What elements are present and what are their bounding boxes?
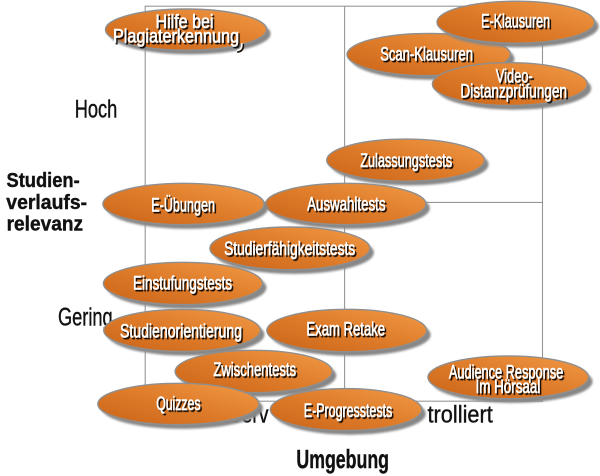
svg-text:Gering: Gering	[58, 304, 113, 332]
svg-text:Auswahltests: Auswahltests	[307, 195, 385, 216]
svg-text:Hilfe bei: Hilfe bei	[156, 12, 214, 33]
svg-text:Im Hörsaal: Im Hörsaal	[476, 377, 541, 398]
svg-text:Zulassungstests: Zulassungstests	[360, 151, 452, 172]
svg-text:verlaufs-: verlaufs-	[6, 192, 87, 214]
svg-text:relevanz: relevanz	[7, 214, 84, 236]
svg-text:Audience Response: Audience Response	[449, 362, 563, 383]
svg-text:E-Progresstests: E-Progresstests	[304, 401, 392, 422]
svg-text:E-Übungen: E-Übungen	[151, 195, 215, 216]
svg-text:Scan-Klausuren: Scan-Klausuren	[380, 44, 473, 65]
svg-text:Plagiaterkennung: Plagiaterkennung	[113, 27, 239, 48]
svg-text:Studienorientierung: Studienorientierung	[120, 321, 242, 342]
svg-text:E-Klausuren: E-Klausuren	[481, 12, 550, 33]
svg-text:Hoch: Hoch	[75, 96, 118, 124]
svg-text:Einstufungstests: Einstufungstests	[133, 273, 232, 294]
svg-text:Distanzprüfungen: Distanzprüfungen	[460, 82, 567, 103]
svg-text:Umgebung: Umgebung	[296, 444, 389, 474]
svg-text:Zwischentests: Zwischentests	[213, 360, 296, 381]
svg-text:Studien-: Studien-	[7, 170, 80, 192]
svg-text:trolliert: trolliert	[428, 402, 494, 429]
svg-text:Exam Retake: Exam Retake	[306, 320, 385, 341]
svg-text:Video-: Video-	[496, 66, 533, 87]
svg-text:Studierfähigkeitstests: Studierfähigkeitstests	[224, 239, 355, 260]
svg-text:Quizzes: Quizzes	[156, 394, 200, 415]
